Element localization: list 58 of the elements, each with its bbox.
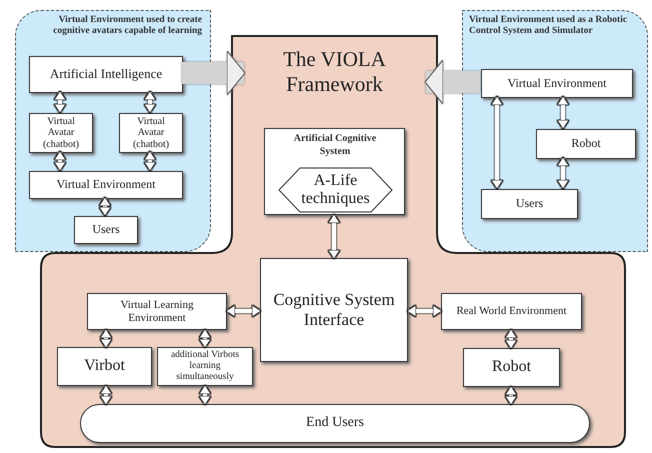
box-label: Virtual Avatar (chatbot)	[42, 116, 80, 150]
box-label: Virbot	[83, 357, 126, 376]
process-box	[74, 216, 138, 244]
box-label: End Users	[305, 415, 365, 432]
process-box	[260, 258, 408, 362]
process-box	[87, 293, 227, 330]
box-label: Robot	[490, 358, 532, 377]
hexagon-shape	[278, 167, 393, 213]
group-panel	[15, 10, 211, 252]
arrow	[182, 50, 246, 96]
box-label: Virtual Environment	[506, 76, 608, 90]
arrow	[556, 156, 570, 190]
arrow	[406, 304, 442, 318]
process-box	[57, 347, 152, 386]
box-label: Robot	[570, 137, 602, 151]
arrow	[100, 328, 112, 348]
box-label: Cognitive System Interface	[272, 290, 396, 330]
arrow	[490, 96, 504, 190]
arrow	[144, 90, 156, 114]
framework-panel	[40, 35, 626, 448]
process-box	[463, 348, 560, 387]
arrow	[100, 384, 112, 406]
framework-title: The VIOLA Framework	[282, 47, 387, 98]
box-label: Users	[91, 223, 121, 237]
group-panel	[462, 10, 648, 252]
arrow	[226, 304, 262, 318]
arrow	[504, 386, 518, 406]
arrow	[504, 328, 518, 350]
box-label: additional Virbots learning simultaneously	[170, 350, 240, 383]
arrow	[54, 150, 66, 172]
system-box	[264, 128, 405, 215]
process-box	[536, 129, 636, 159]
box-heading: Artificial Cognitive System	[292, 132, 378, 158]
box-label: Users	[514, 197, 544, 211]
arrow	[328, 214, 340, 260]
rounded-bar	[80, 404, 590, 443]
arrow	[54, 90, 66, 114]
box-label: Virtual Learning Environment	[120, 298, 194, 324]
arrow	[144, 150, 156, 172]
process-box	[29, 56, 183, 93]
arrow	[556, 96, 570, 130]
process-box	[157, 347, 253, 386]
process-box	[29, 113, 93, 153]
process-box	[441, 293, 582, 330]
panel-heading: Virtual Environment used to create cognitive avatars capable of learning	[52, 15, 202, 38]
process-box	[29, 171, 183, 199]
panel-heading: Virtual Environment used as a Robotic Control System and Simulator	[469, 15, 628, 38]
box-label: Virtual Environment	[56, 178, 156, 192]
arrow	[198, 328, 212, 348]
shape-label: A-Life techniques	[300, 172, 371, 208]
process-box	[481, 189, 578, 219]
arrow	[98, 196, 112, 216]
process-box	[481, 69, 633, 98]
box-label: Artificial Intelligence	[48, 67, 164, 82]
process-box	[119, 113, 183, 153]
box-label: Real World Environment	[455, 305, 568, 318]
box-label: Virtual Avatar (chatbot)	[132, 116, 170, 150]
arrow	[198, 384, 212, 406]
